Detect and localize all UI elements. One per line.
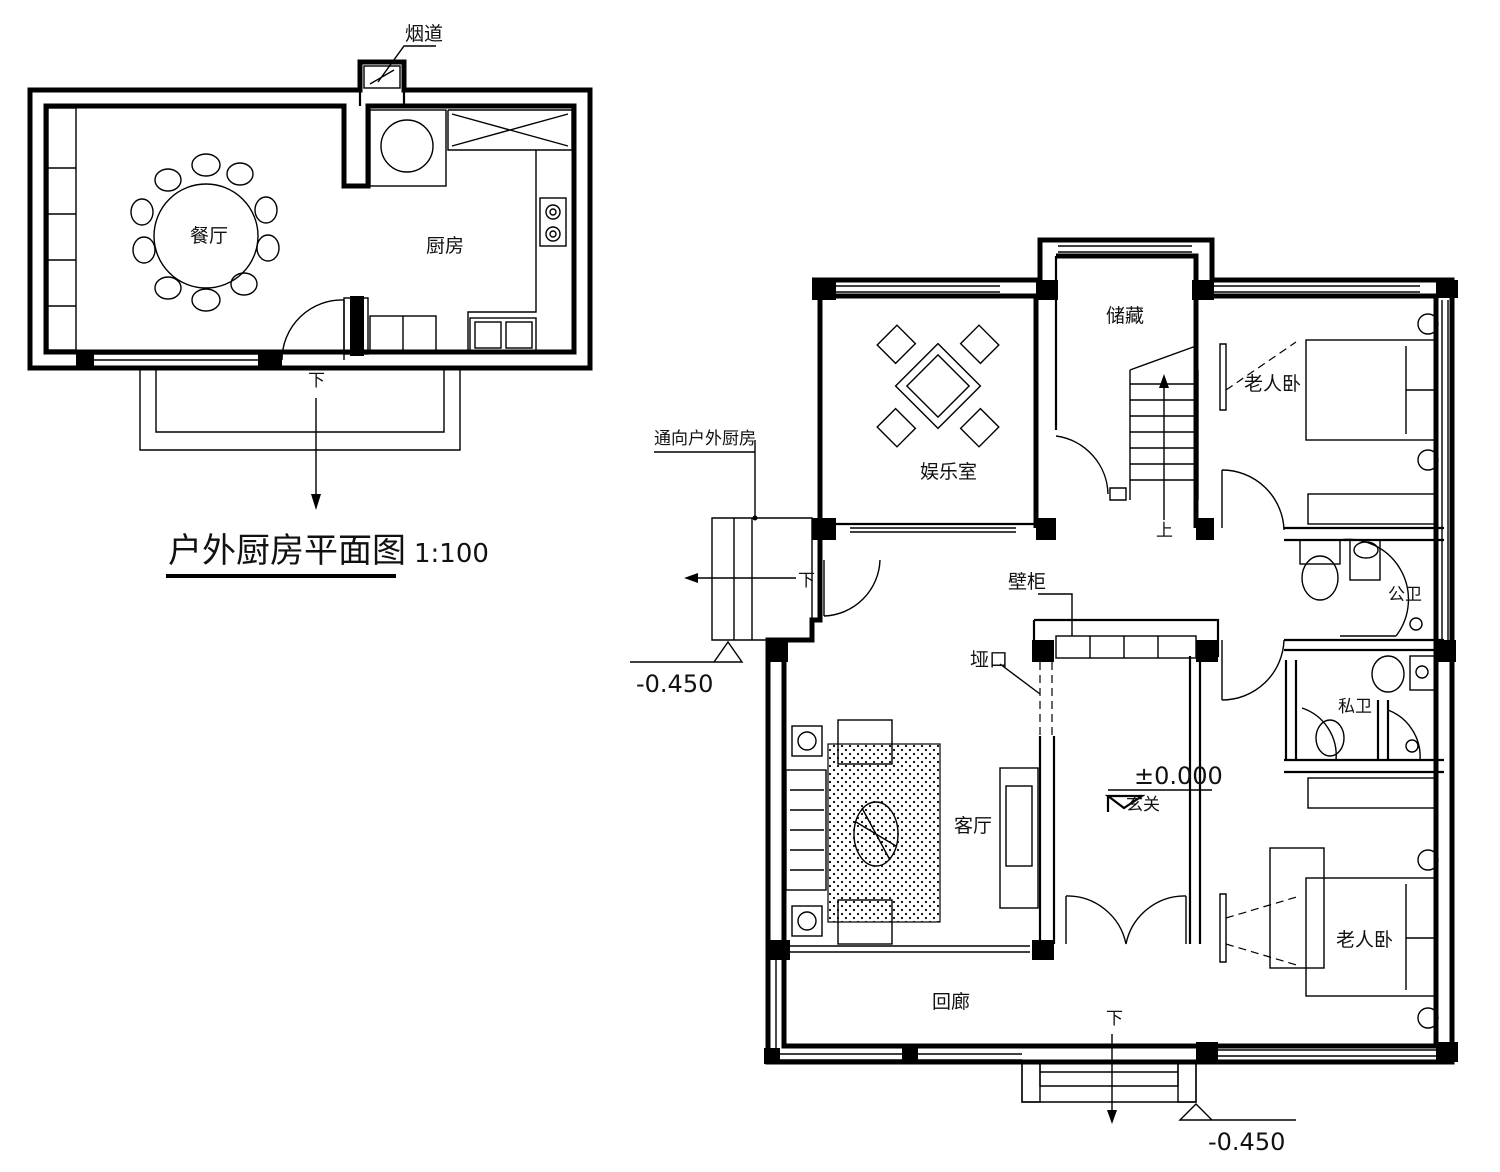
stair-up-label: 上: [1156, 521, 1173, 541]
private-bath-label: 私卫: [1338, 697, 1372, 717]
dining-label: 餐厅: [190, 225, 228, 247]
outdoor-down-label: 下: [308, 371, 325, 391]
stair-down-label: 下: [1106, 1009, 1123, 1029]
opening-label: 垭口: [970, 649, 1008, 671]
wardrobe-label: 壁柜: [1008, 571, 1046, 593]
flue-label: 烟道: [405, 23, 443, 45]
public-bath-label: 公卫: [1388, 585, 1422, 605]
elder-bedroom-bottom-label: 老人卧: [1336, 929, 1393, 951]
drawing-title: 户外厨房平面图: [168, 531, 406, 571]
drawing-scale: 1:100: [414, 539, 489, 569]
elder-bedroom-top-label: 老人卧: [1244, 373, 1301, 395]
storage-label: 储藏: [1106, 305, 1144, 327]
foyer-label: 玄关: [1126, 795, 1160, 815]
main-floor-plan: 娱乐室 储藏 老人卧 老人卧 公卫 私卫 壁柜 垭口 客厅 玄关 回廊 通向户外…: [630, 237, 1458, 1156]
side-down-label: 下: [798, 571, 815, 591]
to-outdoor-kitchen-label: 通向户外厨房: [654, 429, 756, 449]
level-side-label: -0.450: [636, 670, 713, 698]
entertainment-room-label: 娱乐室: [920, 461, 977, 483]
level-zero-label: ±0.000: [1134, 762, 1223, 790]
level-front-label: -0.450: [1208, 1128, 1285, 1156]
living-room-label: 客厅: [954, 815, 992, 837]
outdoor-kitchen-plan: 烟道 餐厅 厨房 下 户外厨房平面图 1:100: [27, 23, 593, 578]
veranda-label: 回廊: [932, 991, 970, 1013]
kitchen-label: 厨房: [426, 235, 464, 257]
